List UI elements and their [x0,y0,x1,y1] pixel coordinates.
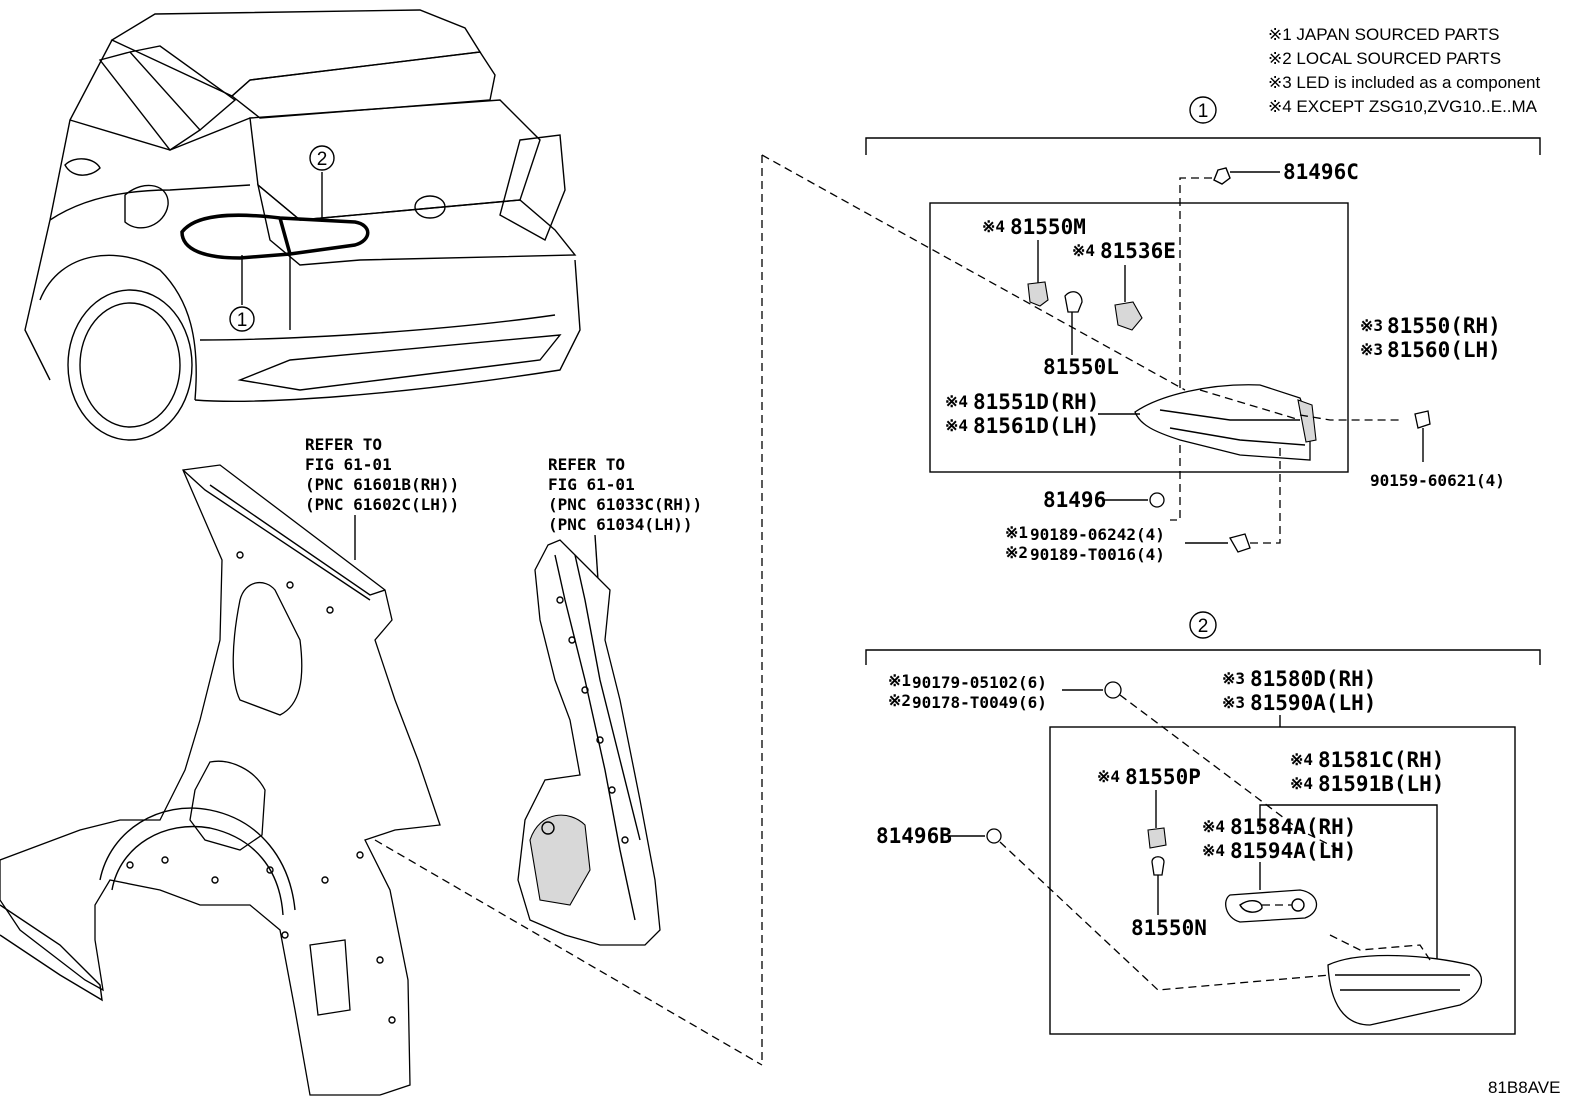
label-81550p: 81550P [1125,765,1201,789]
label-90189a: 90189-06242(4) [1030,525,1165,544]
label-81550rh: 81550(RH) [1387,314,1501,338]
mark-90189a: ※1 [1005,523,1028,542]
callout-2-marker [1189,611,1217,639]
label-81550m: 81550M [1010,215,1086,239]
label-81561d: 81561D(LH) [973,414,1099,438]
label-81591b: 81591B(LH) [1318,772,1444,796]
note-4: ※4 EXCEPT ZSG10,ZVG10..E..MA [1268,97,1538,116]
label-81550l: 81550L [1043,355,1119,379]
section-2-center-lamp: 2 ※1 90179-05102(6) ※2 90178-T0049(6) ※3… [865,611,1541,1035]
label-81496b: 81496B [876,824,952,848]
note-3: ※3 LED is included as a component [1268,73,1541,92]
note-1: ※1 JAPAN SOURCED PARTS [1268,25,1500,44]
label-90179: 90179-05102(6) [912,673,1047,692]
callout-1-marker [1189,96,1217,124]
mark-81580d: ※3 [1222,669,1245,688]
label-81536e: 81536E [1100,239,1176,263]
callout-2-label: 2 [1198,616,1209,637]
mark-90179: ※1 [888,671,911,690]
quarter-panel-illustration [0,464,441,1096]
refer-b-line3: (PNC 61033C(RH)) [548,495,702,514]
diagram-id: 81B8AVE [1488,1078,1560,1097]
label-81496: 81496 [1043,488,1106,512]
mark-81551d: ※4 [945,392,968,411]
mark-90178: ※2 [888,691,911,710]
callout-1-marker-car [229,306,255,332]
mark-81581c: ※4 [1290,750,1313,769]
inner-panel-illustration [517,539,661,946]
label-81594a: 81594A(LH) [1230,839,1356,863]
mark-81560lh: ※3 [1360,340,1383,359]
mark-81561d: ※4 [945,416,968,435]
refer-a-line4: (PNC 61602C(LH)) [305,495,459,514]
callout-1-label: 1 [1198,101,1209,122]
mark-81550p: ※4 [1097,767,1120,786]
mark-81584a: ※4 [1202,817,1225,836]
label-90159: 90159-60621(4) [1370,471,1505,490]
callout-2-marker-car [309,145,335,171]
label-90178: 90178-T0049(6) [912,693,1047,712]
label-81550n: 81550N [1131,916,1207,940]
refer-a-line2: FIG 61-01 [305,455,392,474]
note-2: ※2 LOCAL SOURCED PARTS [1268,49,1501,68]
label-81560lh: 81560(LH) [1387,338,1501,362]
label-90189b: 90189-T0016(4) [1030,545,1165,564]
callout-2-label-car: 2 [317,149,328,170]
label-81584a: 81584A(RH) [1230,815,1356,839]
label-81580d: 81580D(RH) [1250,667,1376,691]
vehicle-rear-view: 2 1 [24,9,581,441]
mark-81590a: ※3 [1222,693,1245,712]
label-81590a: 81590A(LH) [1250,691,1376,715]
mark-81591b: ※4 [1290,774,1313,793]
mark-81550m: ※4 [982,217,1005,236]
refer-b-line2: FIG 61-01 [548,475,635,494]
label-81551d: 81551D(RH) [973,390,1099,414]
refer-a-line1: REFER TO [305,435,382,454]
refer-b-line1: REFER TO [548,455,625,474]
refer-note-inner-panel: REFER TO FIG 61-01 (PNC 61033C(RH)) (PNC… [548,455,702,581]
refer-note-quarter-panel: REFER TO FIG 61-01 (PNC 61601B(RH)) (PNC… [305,435,459,560]
label-81496c: 81496C [1283,160,1359,184]
label-81581c: 81581C(RH) [1318,748,1444,772]
callout-1-label-car: 1 [237,310,248,331]
mark-81594a: ※4 [1202,841,1225,860]
notes-legend: ※1 JAPAN SOURCED PARTS ※2 LOCAL SOURCED … [1268,25,1541,116]
mark-90189b: ※2 [1005,543,1028,562]
refer-b-line4: (PNC 61034(LH)) [548,515,693,534]
mark-81550rh: ※3 [1360,316,1383,335]
refer-a-line3: (PNC 61601B(RH)) [305,475,459,494]
mark-81536e: ※4 [1072,241,1095,260]
section-1-rear-combination-lamp: 1 81496C ※4 81550M ※4 81536E 81550L ※3 8… [865,96,1541,564]
